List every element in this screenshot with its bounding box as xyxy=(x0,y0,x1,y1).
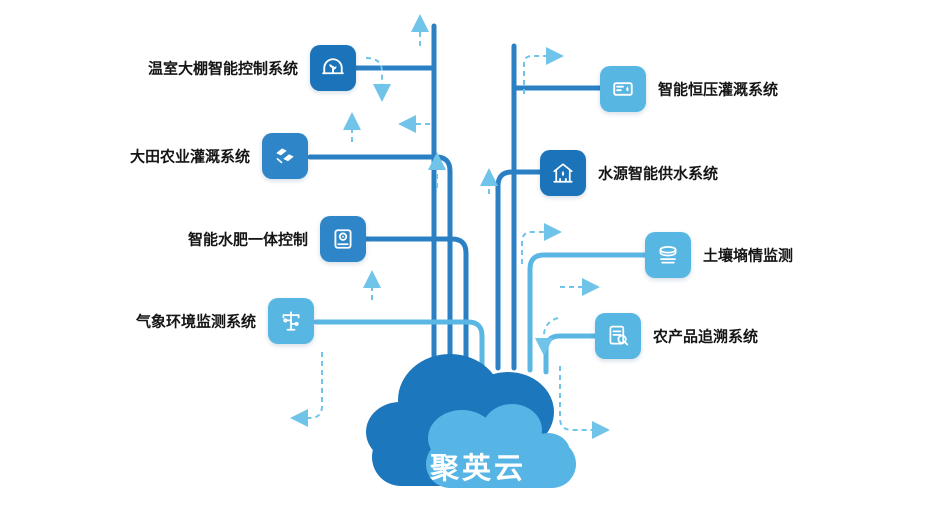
wire-soil xyxy=(527,252,648,373)
dashed-arrow xyxy=(521,223,562,264)
node-label: 温室大棚智能控制系统 xyxy=(147,60,298,78)
node-pressure-irrigation: 智能恒压灌溉系统 xyxy=(600,66,778,112)
cloud-light-shape xyxy=(426,404,576,488)
soil-moisture-icon xyxy=(645,232,691,278)
node-label: 农产品追溯系统 xyxy=(653,328,759,346)
fertigation-icon xyxy=(320,216,366,262)
node-traceability: 农产品追溯系统 xyxy=(595,313,758,359)
node-greenhouse-control: 温室大棚智能控制系统 xyxy=(148,45,356,91)
wire-trace xyxy=(543,333,598,375)
weather-station-icon xyxy=(268,298,314,344)
node-water-supply: 水源智能供水系统 xyxy=(540,150,718,196)
node-soil-moisture: 土壤墒情监测 xyxy=(645,232,793,278)
dashed-arrow xyxy=(365,57,391,102)
field-plots-icon xyxy=(262,133,308,179)
dashed-arrows xyxy=(290,14,610,439)
cloud-label: 聚英云 xyxy=(429,453,526,485)
dashed-arrow xyxy=(535,317,559,356)
wire-weather xyxy=(313,319,485,369)
greenhouse-icon xyxy=(310,45,356,91)
node-field-irrigation: 大田农业灌溉系统 xyxy=(130,133,308,179)
water-supply-icon xyxy=(540,150,586,196)
wire-field xyxy=(307,154,453,371)
node-label: 水源智能供水系统 xyxy=(598,165,719,183)
dashed-arrow xyxy=(523,47,564,94)
node-label: 智能恒压灌溉系统 xyxy=(658,81,779,99)
cloud-shape xyxy=(366,354,576,488)
dashed-arrow xyxy=(559,366,610,439)
wire-watersupply xyxy=(495,169,543,371)
node-label: 智能水肥一体控制 xyxy=(187,231,308,249)
wire-fertigation xyxy=(363,236,469,371)
node-label: 大田农业灌溉系统 xyxy=(129,148,250,166)
node-fertigation-control: 智能水肥一体控制 xyxy=(188,216,366,262)
traceability-icon xyxy=(595,313,641,359)
node-label: 气象环境监测系统 xyxy=(135,313,256,331)
dashed-arrow xyxy=(290,352,323,427)
pressure-irrigation-icon xyxy=(600,66,646,112)
node-label: 土壤墒情监测 xyxy=(703,247,794,265)
node-weather-monitoring: 气象环境监测系统 xyxy=(136,298,314,344)
